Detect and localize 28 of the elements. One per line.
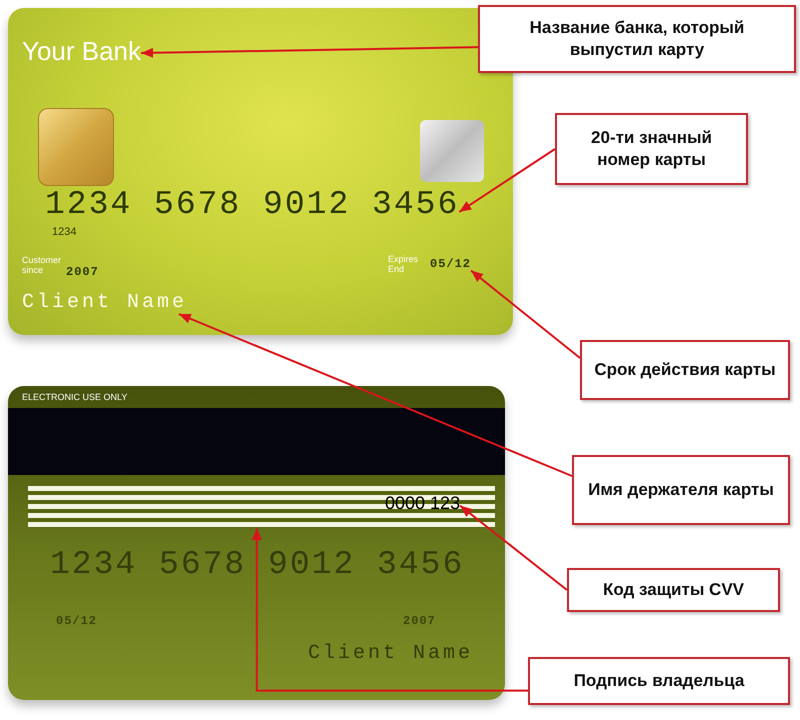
callout-box: Название банка, который выпустил карту (478, 5, 796, 73)
card-text: 2007 (66, 265, 99, 279)
leader-arrow (459, 504, 568, 591)
callout-box: Имя держателя карты (572, 455, 790, 525)
callout-box: Срок действия карты (580, 340, 790, 400)
card-text: 1234 5678 9012 3456 (45, 186, 460, 223)
leader-arrow (458, 148, 556, 213)
embossed-card-text: 05/12 (56, 614, 98, 628)
signature-strip (28, 486, 495, 528)
embossed-card-text: 2007 (403, 614, 436, 628)
embossed-card-text: Client Name (308, 642, 474, 665)
card-text: Customer since (22, 255, 60, 276)
card-text: Your Bank (22, 36, 142, 67)
callout-box: Подпись владельца (528, 657, 790, 705)
callout-box: 20-ти значный номер карты (555, 113, 748, 185)
card-text: Client Name (22, 291, 188, 314)
leader-arrow (178, 313, 572, 477)
embossed-card-text: 1234 5678 9012 3456 (50, 546, 464, 583)
leader-arrow (141, 46, 478, 58)
callout-box: Код защиты CVV (567, 568, 780, 612)
card-text: 05/12 (430, 257, 472, 272)
card-text: 1234 (52, 226, 76, 238)
card-text: ELECTRONIC USE ONLY (22, 392, 128, 402)
card-text: Expires End (388, 254, 420, 275)
bank-card (8, 386, 505, 700)
bank-card (8, 8, 513, 335)
leader-arrow (252, 528, 528, 692)
leader-arrow (470, 270, 581, 359)
